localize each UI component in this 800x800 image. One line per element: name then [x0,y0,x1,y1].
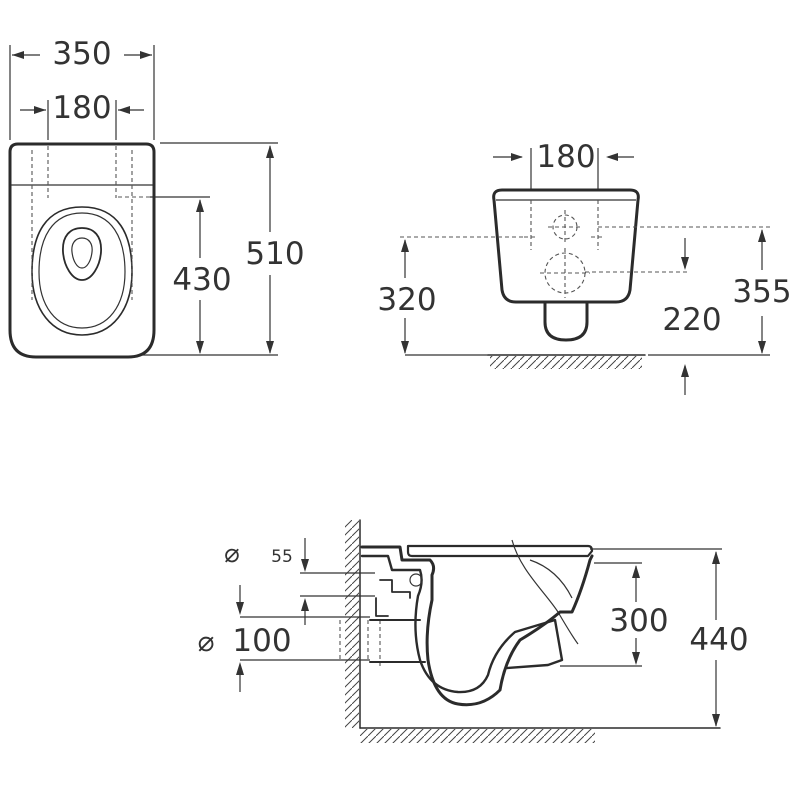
inlet-diameter-symbol: ⌀ [224,539,240,569]
front-view: 180 320 [377,139,792,395]
overall-width-label: 350 [52,36,111,72]
dimension-220: 220 [662,238,722,395]
drain-height-label: 220 [662,302,721,338]
dimension-180-front: 180 [493,139,634,190]
side-view: ⌀ 55 ⌀ 100 300 [198,519,749,743]
inlet-diameter-label: 55 [271,547,293,567]
outlet-diameter-symbol: ⌀ [198,625,215,658]
toilet-body-top-outline [8,142,156,359]
front-overall-height-label: 355 [732,274,791,310]
overall-length-label: 510 [245,236,304,272]
toilet-body-side [360,545,594,707]
dimension-510: 510 [245,145,305,354]
dimension-180-top: 180 [20,90,144,126]
dimension-430: 430 [172,199,232,354]
outlet-height-label: 300 [609,603,668,639]
seat-depth-label: 430 [172,262,231,298]
inlet-height-label: 320 [377,282,436,318]
dimension-440: 440 [689,551,749,727]
dimension-outlet-diameter: ⌀ 100 [198,585,292,692]
dimension-350: 350 [12,36,152,72]
wall-hatch [345,520,359,728]
floor-hatch [360,729,595,743]
dimension-320: 320 [377,239,437,354]
toilet-seat-outline [31,206,133,336]
toilet-base-front [543,300,589,342]
seat-lid-side [406,544,594,558]
outlet-diameter-label: 100 [232,623,291,659]
side-overall-height-label: 440 [689,622,748,658]
bowl-opening [62,227,102,281]
dimension-inlet-diameter: ⌀ 55 [224,538,309,625]
dimension-300: 300 [609,565,669,665]
front-outlet-spacing-label: 180 [536,139,595,175]
dimension-355: 355 [732,229,792,354]
outlet-spacing-label: 180 [52,90,111,126]
toilet-body-front-outline [492,188,640,304]
top-view: 350 180 430 [8,36,305,359]
